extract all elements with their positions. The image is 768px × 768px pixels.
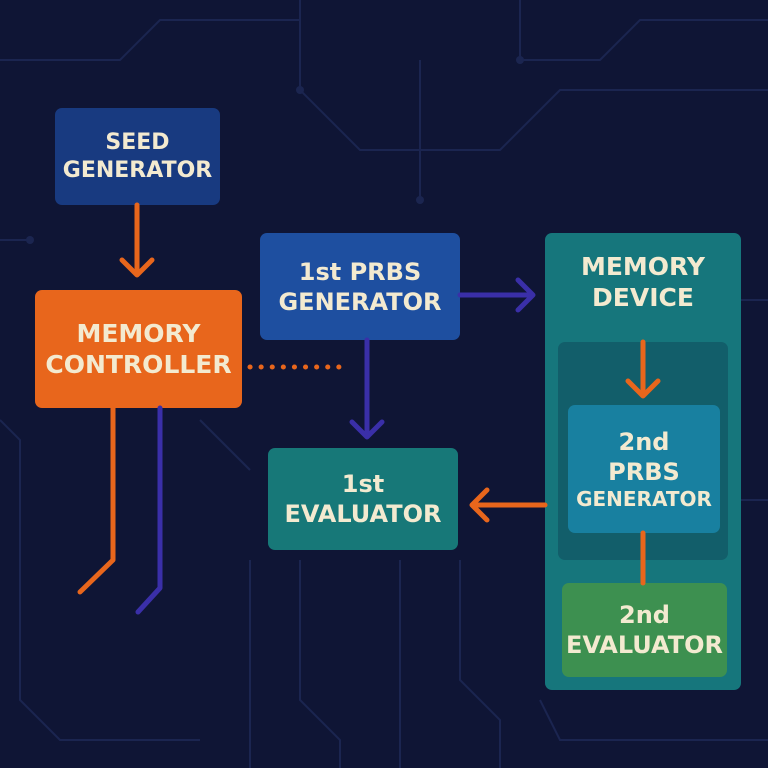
evaluator1-node[interactable]: 1st EVALUATOR [268, 448, 458, 550]
controller-trace-blue [135, 405, 163, 615]
controller-trace-orange [77, 405, 116, 595]
seed-generator-node[interactable]: SEED GENERATOR [55, 108, 220, 205]
node-label: 2nd [619, 601, 670, 629]
memory-controller-node[interactable]: MEMORY CONTROLLER [35, 290, 242, 408]
node-label: EVALUATOR [284, 500, 442, 528]
node-label: GENERATOR [62, 157, 213, 183]
edge-device-to-prbs2 [625, 339, 661, 399]
node-label: GENERATOR [278, 287, 442, 316]
prbs1-generator-node[interactable]: 1st PRBS GENERATOR [260, 233, 460, 340]
node-label: DEVICE [592, 283, 694, 313]
node-label: 1st PRBS [298, 257, 422, 286]
node-label: 1st [341, 470, 385, 498]
node-label: GENERATOR [576, 486, 712, 511]
prbs2-generator-node[interactable]: 2nd PRBS GENERATOR [568, 405, 720, 533]
node-label: MEMORY [580, 252, 706, 281]
node-label: CONTROLLER [45, 350, 232, 379]
node-label: PRBS [608, 457, 680, 486]
evaluator2-node[interactable]: 2nd EVALUATOR [562, 583, 727, 677]
node-label: EVALUATOR [565, 631, 724, 659]
node-label: MEMORY [76, 318, 201, 348]
edge-device-to-evaluator1 [469, 487, 548, 523]
node-label: 2nd [618, 427, 670, 456]
edge-seed-to-controller [119, 202, 155, 278]
edge-prbs1-to-evaluator1 [349, 337, 385, 440]
edge-prbs1-to-device [457, 277, 536, 313]
node-label: SEED [105, 130, 170, 155]
